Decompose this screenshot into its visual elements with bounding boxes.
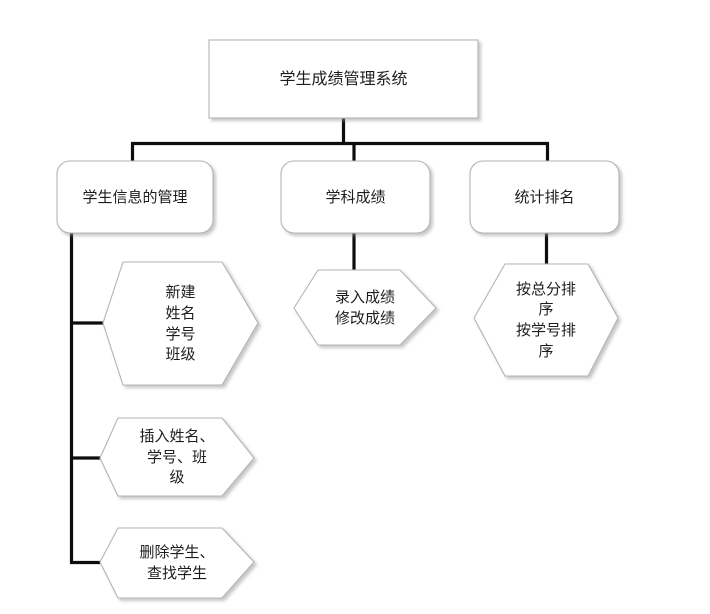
- branch-3-shape: [469, 160, 620, 234]
- node-branch-2-child-1[interactable]: [293, 269, 437, 346]
- node-branch-1[interactable]: [56, 160, 214, 234]
- branch-1-child-2-shape: [99, 417, 255, 497]
- branch-1-child-1-shape: [102, 261, 259, 386]
- root-shape: [208, 39, 479, 119]
- node-branch-1-child-2[interactable]: [99, 417, 255, 497]
- node-root[interactable]: [208, 39, 479, 119]
- node-branch-2[interactable]: [280, 160, 431, 234]
- connector-group: [69, 118, 550, 565]
- branch-1-child-3-shape: [99, 527, 255, 599]
- branch-1-shape: [56, 160, 214, 234]
- node-branch-3[interactable]: [469, 160, 620, 234]
- branch-2-child-1-shape: [293, 269, 437, 346]
- node-branch-1-child-3[interactable]: [99, 527, 255, 599]
- branch-3-child-1-shape: [473, 263, 619, 377]
- node-branch-1-child-1[interactable]: [102, 261, 259, 386]
- branch-2-shape: [280, 160, 431, 234]
- node-branch-3-child-1[interactable]: [473, 263, 619, 377]
